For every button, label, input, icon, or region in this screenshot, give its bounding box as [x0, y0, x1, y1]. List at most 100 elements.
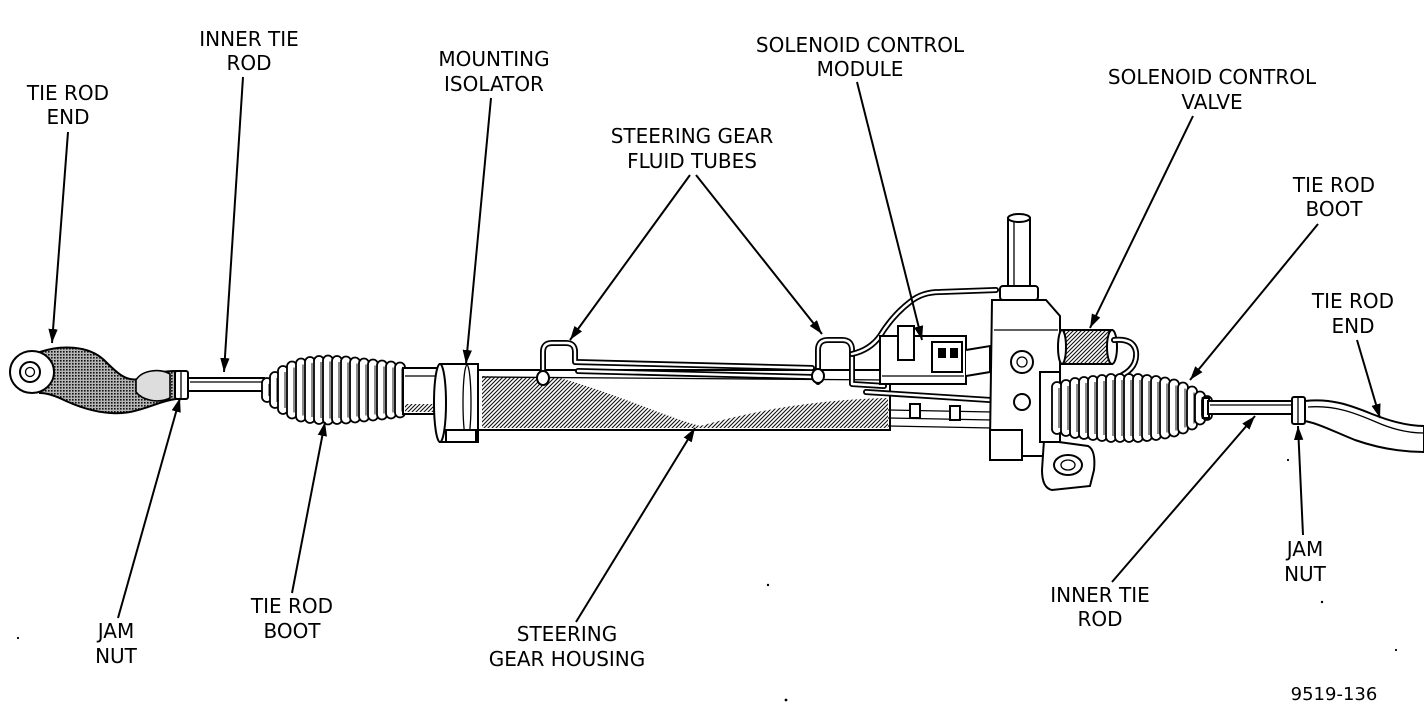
label-line: STEERING GEAR	[611, 124, 774, 148]
arrow-steering-gear-housing	[575, 427, 696, 623]
label-line: TIE ROD	[1311, 289, 1394, 313]
label-line: TIE ROD	[250, 594, 333, 618]
inner-tie-rod-right	[1207, 400, 1295, 415]
leader-arrows	[48, 76, 1381, 623]
tie-rod-boot-left	[261, 354, 406, 426]
housing-shading	[482, 376, 888, 428]
input-shaft-end	[1007, 213, 1031, 223]
valve-lower-block	[989, 429, 1023, 461]
label-steering-gear-housing: STEERING GEAR HOUSING	[489, 622, 646, 671]
valve-port-upper	[1010, 350, 1034, 374]
label-line: VALVE	[1181, 90, 1242, 114]
tie-rod-end-left-stud	[135, 369, 171, 402]
scan-speck	[1394, 648, 1398, 652]
label-line: MODULE	[817, 57, 904, 81]
scan-speck	[16, 636, 20, 640]
label-line: STEERING	[517, 622, 617, 646]
fluid-tube-d	[850, 288, 998, 356]
label-jam-nut-right: JAM NUT	[1284, 537, 1327, 586]
mounting-isolator-foot	[445, 429, 477, 443]
label-line: JAM	[1285, 537, 1323, 561]
fluid-tube-right-fitting	[811, 368, 825, 384]
mounting-boss-bore	[1060, 459, 1076, 471]
arrow-tie-rod-boot-right	[1189, 223, 1319, 381]
solenoid-valve-end	[1106, 329, 1118, 365]
scan-speck	[784, 698, 788, 702]
valve-line-clip	[949, 405, 961, 421]
arrow-mounting-isolator	[462, 97, 492, 365]
arrow-fluid-tubes-right	[695, 174, 823, 335]
tie-rod-boot-right	[1051, 373, 1213, 443]
valve-body	[988, 213, 1096, 492]
solenoid-module-connector-a	[897, 325, 915, 361]
tie-rod-end-left-eye-hole	[19, 361, 41, 383]
solenoid-module-bracket	[965, 344, 991, 377]
tie-rod-end-right	[1304, 399, 1424, 454]
valve-port-lower	[1013, 393, 1031, 411]
arrow-fluid-tubes-left	[569, 174, 691, 341]
solenoid-control-valve	[1057, 329, 1140, 383]
label-line: NUT	[95, 644, 138, 668]
arrow-solenoid-control-valve	[1089, 115, 1194, 329]
valve-lines	[887, 403, 993, 429]
fluid-tube-left-fitting	[536, 370, 550, 386]
label-line: ROD	[226, 51, 271, 75]
fluid-tube-c	[816, 338, 886, 388]
label-line: INNER TIE	[1050, 583, 1149, 607]
scan-speck	[766, 583, 770, 587]
label-mounting-isolator: MOUNTING ISOLATOR	[438, 47, 549, 96]
arrow-jam-nut-left	[117, 397, 181, 619]
label-solenoid-control-valve: SOLENOID CONTROL VALVE	[1108, 65, 1317, 114]
solenoid-valve-base	[1057, 329, 1067, 365]
input-shaft	[1007, 217, 1031, 293]
valve-line	[887, 425, 993, 429]
label-line: BOOT	[263, 619, 321, 643]
scan-specks	[16, 458, 1398, 702]
label-line: SOLENOID CONTROL	[1108, 65, 1317, 89]
label-line: INNER TIE	[199, 27, 298, 51]
label-line: ISOLATOR	[444, 72, 544, 96]
label-tie-rod-end-left: TIE ROD END	[26, 81, 109, 129]
arrow-tie-rod-boot-left	[291, 421, 327, 594]
fluid-tube-b	[576, 369, 814, 379]
label-line: END	[47, 105, 90, 129]
inner-tie-rod-left	[187, 377, 265, 392]
label-line: SOLENOID CONTROL	[756, 33, 965, 57]
solenoid-valve-body	[1061, 329, 1113, 365]
label-line: BOOT	[1305, 197, 1363, 221]
tie-rod-end-left-eye-bore	[24, 366, 36, 378]
valve-line	[887, 417, 993, 421]
valve-line	[887, 409, 993, 413]
label-jam-nut-left: JAM NUT	[95, 619, 138, 668]
solenoid-module-terminal	[938, 348, 946, 358]
mounting-isolator-face	[433, 363, 447, 443]
valve-line-clip	[909, 403, 921, 419]
label-steering-gear-fluid-tubes: STEERING GEAR FLUID TUBES	[611, 124, 774, 173]
label-tie-rod-boot-left: TIE ROD BOOT	[250, 594, 333, 643]
tie-rod-end-right-highlight	[1307, 406, 1424, 434]
label-line: TIE ROD	[26, 81, 109, 105]
steering-gear-fluid-tubes	[536, 287, 999, 403]
figure-number: 9519-136	[1291, 684, 1378, 705]
label-line: GEAR HOUSING	[489, 647, 646, 671]
scan-speck	[1286, 458, 1290, 462]
label-line: ROD	[1077, 607, 1122, 631]
arrow-tie-rod-end-left	[48, 131, 69, 344]
arrow-inner-tie-rod-right	[1111, 415, 1256, 583]
label-inner-tie-rod-left: INNER TIE ROD	[199, 27, 298, 75]
tie-rod-end-left	[9, 346, 177, 415]
label-tie-rod-end-right: TIE ROD END	[1311, 289, 1394, 338]
label-inner-tie-rod-right: INNER TIE ROD	[1050, 583, 1149, 631]
solenoid-module-terminal	[950, 348, 958, 358]
solenoid-control-module	[879, 325, 991, 385]
label-line: NUT	[1284, 562, 1327, 586]
fluid-tube-a	[541, 341, 814, 384]
scan-speck	[1320, 600, 1324, 604]
solenoid-valve-line	[1108, 338, 1138, 382]
label-line: JAM	[96, 619, 134, 643]
arrow-inner-tie-rod-left	[220, 76, 244, 373]
label-solenoid-control-module: SOLENOID CONTROL MODULE	[756, 33, 965, 81]
label-line: MOUNTING	[438, 47, 549, 71]
label-line: FLUID TUBES	[627, 149, 757, 173]
